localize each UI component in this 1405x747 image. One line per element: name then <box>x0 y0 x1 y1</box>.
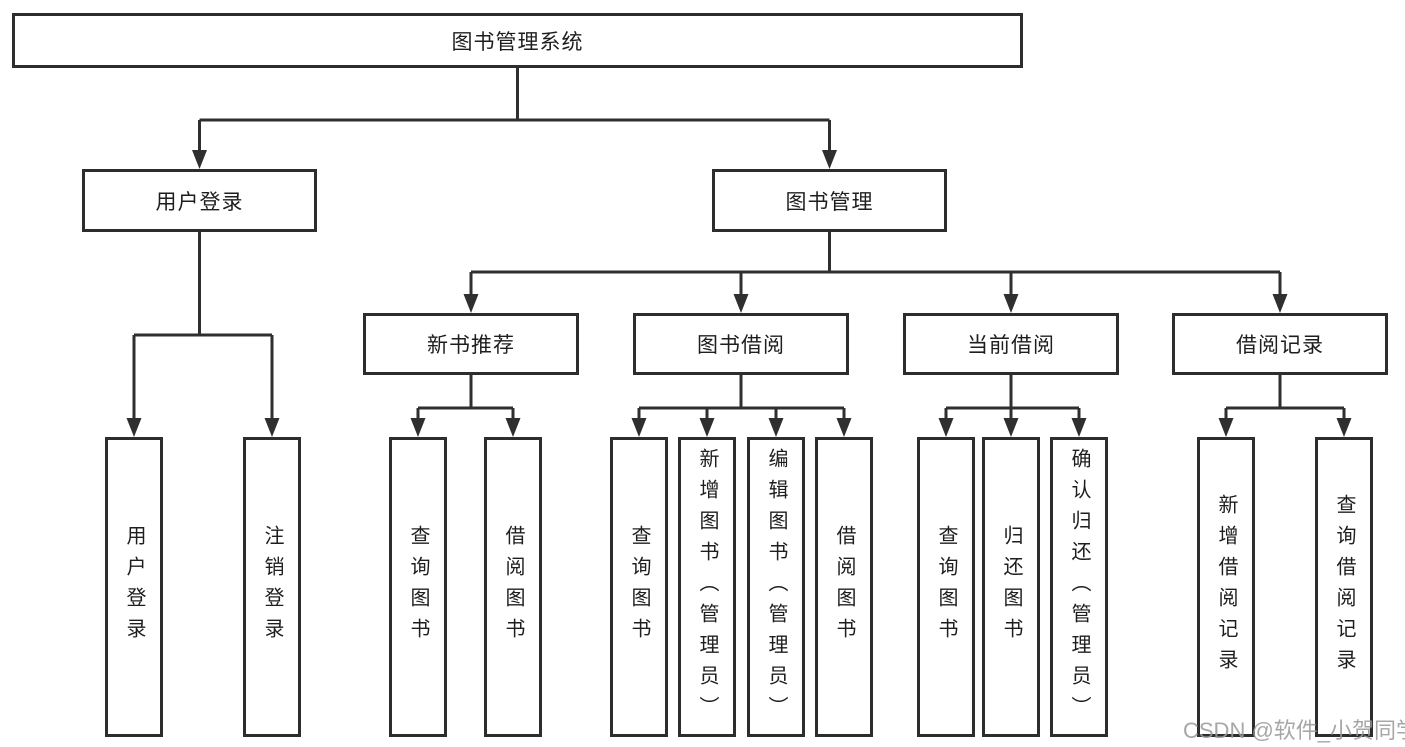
node-book-borrow: 图书借阅 <box>633 313 849 375</box>
leaf-user-login: 用户登录 <box>105 437 163 737</box>
node-book-management-module: 图书管理 <box>712 169 947 232</box>
leaf-query-books-recommend: 查询图书 <box>389 437 447 737</box>
leaf-label: 确认归还（管理员） <box>1068 447 1090 727</box>
leaf-borrow-books: 借阅图书 <box>815 437 873 737</box>
leaf-add-books-admin: 新增图书（管理员） <box>678 437 736 737</box>
leaf-label: 编辑图书（管理员） <box>765 447 787 727</box>
leaf-label: 查询图书 <box>407 525 429 649</box>
leaf-return-books: 归还图书 <box>982 437 1040 737</box>
leaf-label: 归还图书 <box>1000 525 1022 649</box>
leaf-query-borrow-record: 查询借阅记录 <box>1315 437 1373 737</box>
node-current-borrow: 当前借阅 <box>903 313 1119 375</box>
leaf-label: 用户登录 <box>123 525 145 649</box>
leaf-label: 查询图书 <box>628 525 650 649</box>
leaf-label: 借阅图书 <box>502 525 524 649</box>
leaf-edit-books-admin: 编辑图书（管理员） <box>747 437 805 737</box>
node-root-system: 图书管理系统 <box>12 13 1023 68</box>
leaf-logout: 注销登录 <box>243 437 301 737</box>
leaf-query-books-current: 查询图书 <box>917 437 975 737</box>
node-borrow-records: 借阅记录 <box>1172 313 1388 375</box>
leaf-label: 新增借阅记录 <box>1215 494 1237 680</box>
leaf-label: 查询借阅记录 <box>1333 494 1355 680</box>
leaf-label: 借阅图书 <box>833 525 855 649</box>
leaf-confirm-return-admin: 确认归还（管理员） <box>1050 437 1108 737</box>
node-user-login-module: 用户登录 <box>82 169 317 232</box>
leaf-label: 新增图书（管理员） <box>696 447 718 727</box>
leaf-borrow-books-recommend: 借阅图书 <box>484 437 542 737</box>
leaf-add-borrow-record: 新增借阅记录 <box>1197 437 1255 737</box>
node-new-book-recommend: 新书推荐 <box>363 313 579 375</box>
csdn-watermark: CSDN @软件_小贺同学 <box>1183 718 1405 743</box>
leaf-label: 注销登录 <box>261 525 283 649</box>
leaf-query-books-borrow: 查询图书 <box>610 437 668 737</box>
leaf-label: 查询图书 <box>935 525 957 649</box>
